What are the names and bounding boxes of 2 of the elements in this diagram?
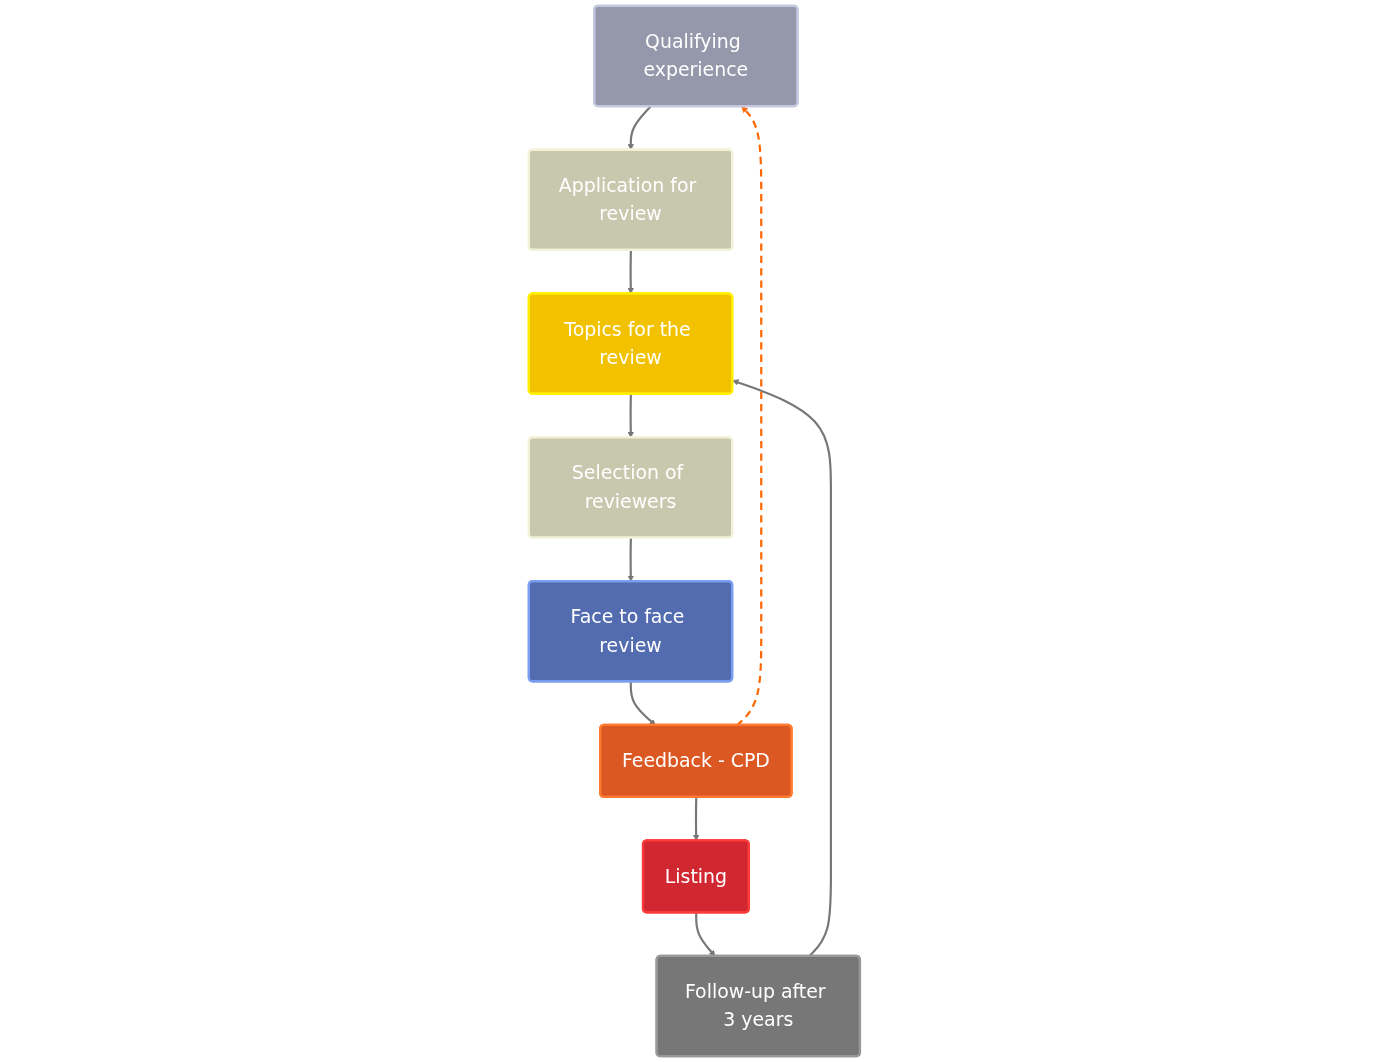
arrow (627, 394, 635, 438)
arrow (627, 537, 635, 582)
